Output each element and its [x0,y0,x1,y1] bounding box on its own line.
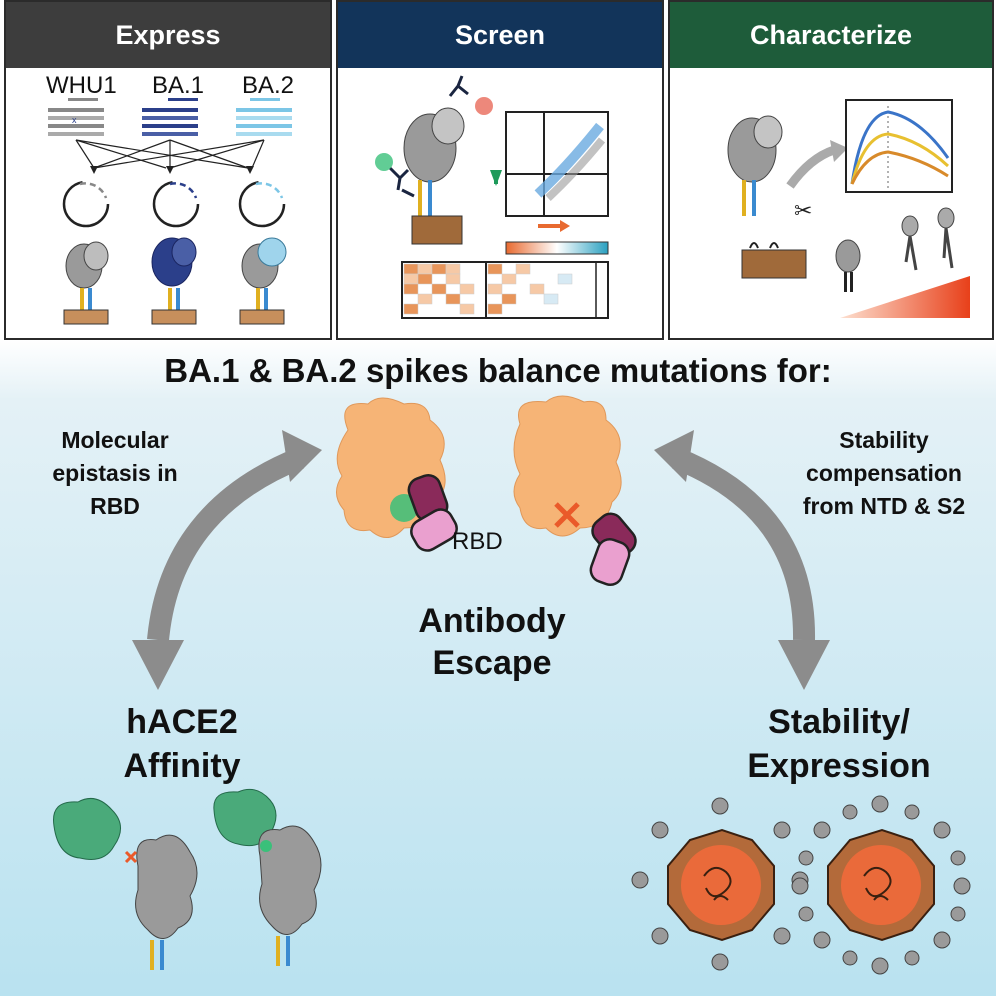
express-illustration: x [48,98,292,325]
screen-panel: Screen [336,0,664,340]
stability-compensation-note: Stability compensation from NTD & S2 [802,427,966,519]
hace2-complex-1 [53,797,198,970]
svg-text:x: x [72,115,77,125]
variant-label-whu1: WHU1 [46,72,117,99]
rbd-escape [513,395,637,587]
characterize-spike [727,115,807,279]
hace2-complex-2 [213,788,322,966]
fragment-stack-ba1 [142,108,198,136]
headline: BA.1 & BA.2 spikes balance mutations for… [164,352,832,389]
escape-heatmap [401,261,609,319]
rbd-label: RBD [452,528,503,555]
antibody-escape-label: Antibody Escape [418,602,566,682]
displayed-spike-ba1 [151,237,197,325]
screen-illustration [375,75,609,319]
red-fluorophore [475,97,493,115]
fragment-stack-ba2 [236,108,292,136]
facs-plot [505,111,609,217]
temperature-ramp-icon [840,276,970,318]
main-diagram [53,395,971,975]
express-panel: Express WHU1 BA.1 BA.2 x [4,0,332,340]
molecular-epistasis-note: Molecular epistasis in RBD [52,427,178,519]
characterize-panel: Characterize ✂ [668,0,994,340]
virion-high [791,795,971,975]
scissors-icon: ✂ [794,199,812,224]
green-fluorophore [375,153,393,171]
hace2-affinity-label: hACE2 Affinity [123,703,241,785]
rbd-bound [336,397,458,552]
characterize-illustration: ✂ [727,99,970,318]
characterize-header: Characterize [670,2,992,68]
screen-spike [403,107,465,245]
stability-expression-label: Stability/ Expression [747,703,931,785]
antibody-icons [388,75,469,198]
thermal-series-spikes [835,207,955,292]
displayed-spike-whu1 [63,241,109,325]
displayed-spike-ba2 [239,237,287,325]
variant-label-ba1: BA.1 [152,72,205,99]
virion-low [631,797,809,971]
express-header: Express [6,2,330,68]
left-double-arrow [147,447,305,642]
gray-arrow-icon [830,140,848,162]
fragment-stack-whu1: x [48,108,104,136]
binding-kinetics-plot [845,99,953,193]
variant-label-ba2: BA.2 [242,72,295,99]
right-double-arrow [671,447,816,641]
screen-header: Screen [338,2,662,68]
